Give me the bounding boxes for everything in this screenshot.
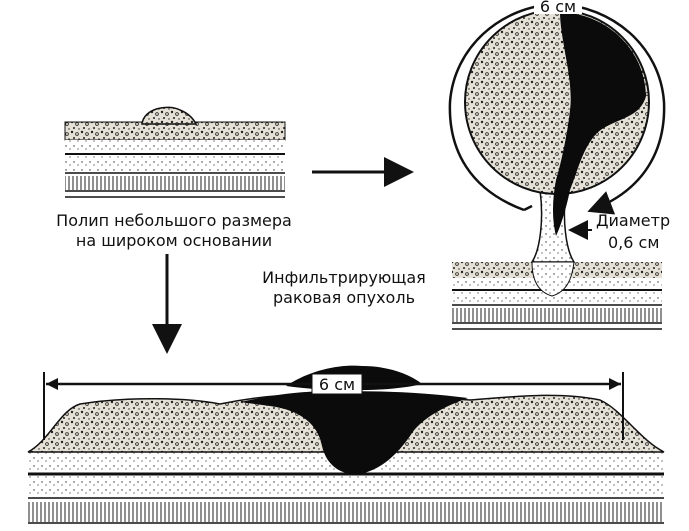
small-polyp — [142, 107, 196, 124]
small-polyp-panel: Полип небольшого размера на широком осно… — [56, 107, 292, 250]
diameter-label-line1: Диаметр — [596, 211, 670, 230]
large-sessile-panel: 6 см — [28, 366, 664, 523]
diameter-label-line2: 0,6 см — [608, 233, 659, 252]
small-polyp-label-line1: Полип небольшого размера — [56, 211, 292, 230]
infiltrating-label-line2: раковая опухоль — [273, 288, 415, 307]
infiltrating-label-line1: Инфильтрирующая — [262, 268, 426, 287]
pedunculated-size-label: 6 см — [540, 0, 576, 16]
small-polyp-label-line2: на широком основании — [76, 231, 272, 250]
small-polyp-wall — [65, 122, 285, 197]
polyp-stalk — [532, 190, 574, 262]
arc-arrow-left-tip — [524, 206, 532, 210]
pedunculated-polyp-panel: 6 см Диаметр 0,6 см Инфильтрирующая рако… — [262, 0, 670, 329]
sessile-size-label: 6 см — [319, 375, 355, 394]
